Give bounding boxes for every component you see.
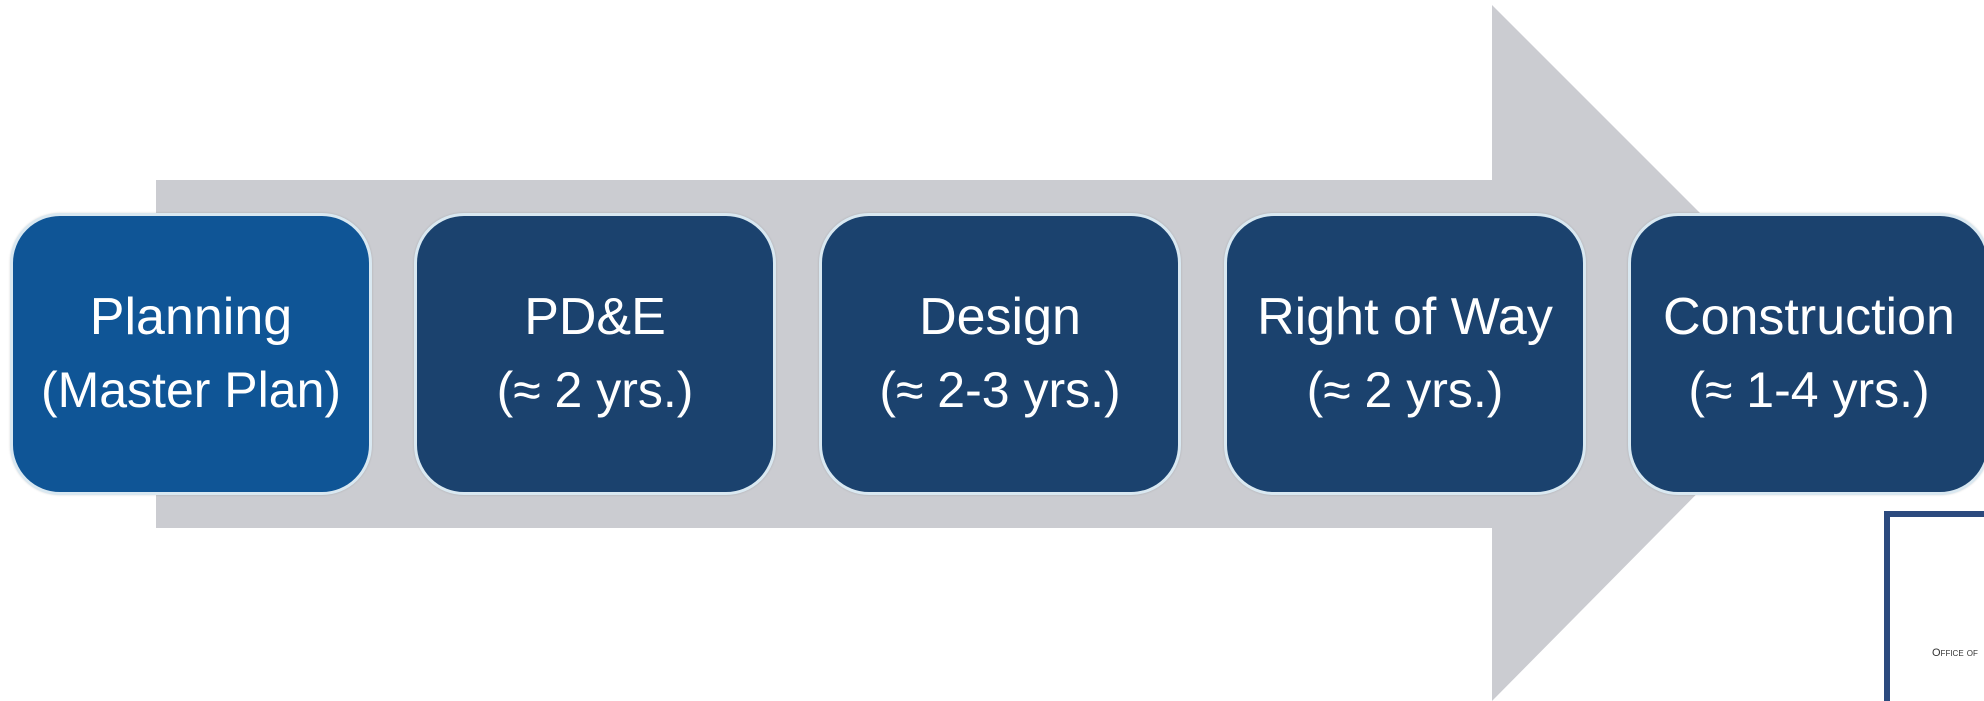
step-pde: PD&E (≈ 2 yrs.) [414,213,776,495]
step-duration: (≈ 1-4 yrs.) [1688,362,1930,418]
step-name: Right of Way [1257,288,1553,346]
step-design: Design (≈ 2-3 yrs.) [819,213,1181,495]
step-duration: (≈ 2 yrs.) [496,362,694,418]
step-name: PD&E [524,288,666,346]
step-name: Construction [1663,288,1955,346]
step-duration: (≈ 2 yrs.) [1306,362,1504,418]
document-thumbnail: Office of [1884,511,1984,701]
step-name: Planning [89,288,293,346]
step-name: Design [919,288,1081,346]
step-construction: Construction (≈ 1-4 yrs.) [1628,213,1984,495]
step-right-of-way: Right of Way (≈ 2 yrs.) [1224,213,1586,495]
document-thumbnail-text: Office of [1932,647,1978,659]
step-duration: (≈ 2-3 yrs.) [879,362,1121,418]
step-planning: Planning (Master Plan) [10,213,372,495]
step-duration: (Master Plan) [40,362,342,418]
